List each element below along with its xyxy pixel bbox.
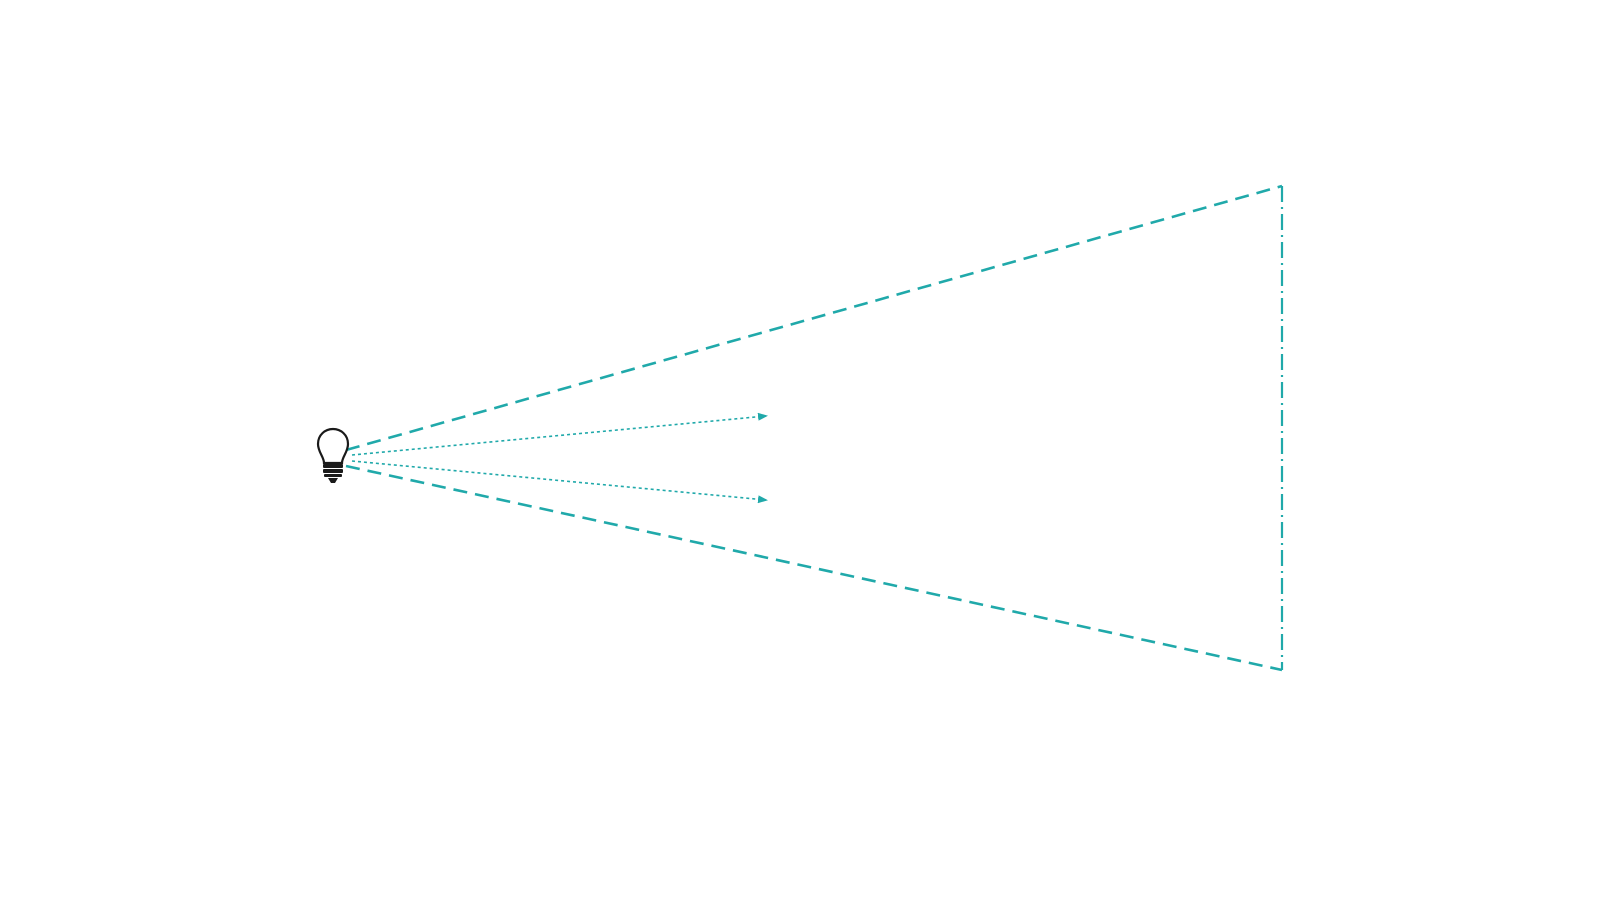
cone-lower-edge [345,464,1283,672]
lightbulb-icon [316,427,350,483]
bulb-base-ring-3 [324,474,342,477]
ray-upper-arrow [351,412,768,456]
bulb-tip [328,478,338,483]
bulb-base-ring-1 [323,464,343,468]
bulb-base-ring-2 [323,469,343,473]
cone-upper-edge [345,184,1283,452]
bulb-glass [316,427,350,465]
